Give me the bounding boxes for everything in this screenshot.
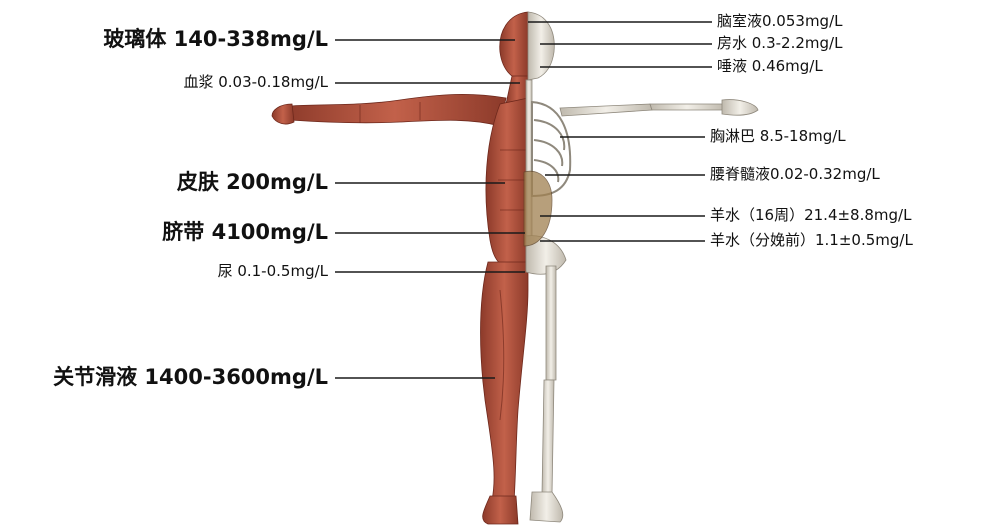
label-lumbar-csf: 腰脊髓液0.02-0.32mg/L: [710, 167, 880, 182]
label-urine: 尿 0.1-0.5mg/L: [218, 264, 328, 279]
label-saliva: 唾液 0.46mg/L: [717, 59, 823, 74]
label-vitreous: 玻璃体 140-338mg/L: [103, 29, 328, 50]
label-skin: 皮肤 200mg/L: [177, 172, 328, 193]
label-amniotic-delivery: 羊水（分娩前）1.1±0.5mg/L: [710, 233, 913, 248]
label-amniotic-16w: 羊水（16周）21.4±8.8mg/L: [710, 208, 911, 223]
label-synovial-fluid: 关节滑液 1400-3600mg/L: [53, 367, 328, 388]
skeleton-side: [526, 12, 758, 522]
label-ventricular-fluid: 脑室液0.053mg/L: [717, 14, 843, 29]
abdomen-organs: [524, 171, 552, 246]
label-umbilical-cord: 脐带 4100mg/L: [162, 222, 328, 243]
label-plasma: 血浆 0.03-0.18mg/L: [183, 75, 328, 90]
label-aqueous-humor: 房水 0.3-2.2mg/L: [717, 36, 842, 51]
label-thoracic-lymph: 胸淋巴 8.5-18mg/L: [710, 129, 846, 144]
